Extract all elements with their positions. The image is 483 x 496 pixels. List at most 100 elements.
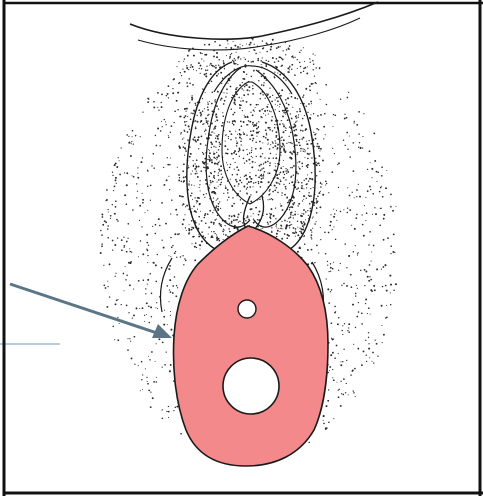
stipple-dot	[255, 162, 256, 163]
stipple-dot	[115, 200, 117, 202]
stipple-dot	[168, 301, 169, 302]
stipple-dot	[279, 123, 281, 125]
stipple-dot	[270, 218, 271, 219]
stipple-dot	[274, 72, 275, 73]
stipple-dot	[243, 158, 245, 160]
stipple-dot	[319, 171, 320, 172]
stipple-dot	[297, 205, 298, 206]
stipple-dot	[192, 84, 194, 86]
stipple-dot	[162, 126, 163, 127]
stipple-dot	[295, 232, 297, 234]
stipple-dot	[246, 149, 247, 150]
stipple-dot	[246, 101, 248, 103]
stipple-dot	[304, 180, 305, 181]
stipple-dot	[214, 41, 216, 43]
stipple-dot	[148, 99, 149, 100]
stipple-dot	[390, 253, 391, 254]
stipple-dot	[228, 138, 229, 139]
stipple-dot	[338, 353, 339, 354]
stipple-dot	[194, 136, 196, 138]
stipple-dot	[145, 293, 146, 294]
stipple-dot	[202, 88, 203, 89]
stipple-dot	[235, 137, 237, 139]
stipple-dot	[227, 192, 229, 194]
stipple-dot	[263, 174, 264, 175]
stipple-dot	[277, 178, 278, 179]
stipple-dot	[299, 161, 301, 163]
stipple-dot	[306, 141, 307, 142]
stipple-dot	[279, 56, 281, 58]
stipple-dot	[129, 248, 130, 249]
stipple-dot	[296, 188, 298, 190]
stipple-dot	[289, 45, 291, 47]
stipple-dot	[285, 179, 286, 180]
stipple-dot	[152, 226, 153, 227]
stipple-dot	[281, 225, 283, 227]
stipple-dot	[199, 204, 201, 206]
stipple-dot	[159, 145, 160, 146]
stipple-dot	[255, 107, 256, 108]
stipple-dot	[292, 215, 293, 216]
stipple-dot	[147, 255, 148, 256]
stipple-dot	[266, 60, 267, 61]
stipple-dot	[280, 206, 281, 207]
stipple-dot	[286, 198, 287, 199]
stipple-dot	[183, 264, 184, 265]
stipple-dot	[261, 168, 263, 170]
stipple-dot	[247, 94, 249, 96]
stipple-dot	[296, 154, 297, 155]
stipple-dot	[147, 284, 148, 285]
stipple-dot	[205, 69, 207, 71]
stipple-dot	[282, 209, 284, 211]
stipple-dot	[325, 180, 327, 182]
stipple-dot	[107, 209, 108, 210]
stipple-dot	[162, 367, 163, 368]
stipple-dot	[180, 72, 181, 73]
stipple-dot	[317, 195, 319, 197]
stipple-dot	[295, 129, 297, 131]
stipple-dot	[297, 221, 298, 222]
stipple-dot	[250, 181, 252, 183]
stipple-dot	[274, 77, 276, 79]
stipple-dot	[268, 194, 270, 196]
stipple-dot	[309, 153, 310, 154]
stipple-dot	[320, 191, 321, 192]
stipple-dot	[200, 143, 202, 145]
stipple-dot	[356, 316, 358, 318]
stipple-dot	[182, 138, 183, 139]
stipple-dot	[279, 106, 280, 107]
stipple-dot	[215, 67, 217, 69]
stipple-dot	[355, 293, 357, 295]
stipple-dot	[277, 138, 279, 140]
stipple-dot	[101, 245, 103, 247]
stipple-dot	[306, 183, 308, 185]
stipple-dot	[255, 182, 256, 183]
stipple-dot	[331, 289, 333, 291]
stipple-dot	[249, 90, 250, 91]
stipple-dot	[124, 172, 125, 173]
stipple-dot	[252, 157, 253, 158]
stipple-dot	[344, 118, 346, 120]
stipple-dot	[277, 174, 278, 175]
stipple-dot	[249, 152, 250, 153]
stipple-dot	[373, 132, 375, 134]
stipple-dot	[275, 109, 276, 110]
stipple-dot	[187, 85, 188, 86]
stipple-dot	[325, 134, 326, 135]
stipple-dot	[244, 175, 245, 176]
stipple-dot	[140, 136, 141, 137]
stipple-dot	[177, 109, 179, 111]
stipple-dot	[195, 120, 197, 122]
stipple-dot	[336, 345, 338, 347]
stipple-dot	[281, 89, 283, 91]
stipple-dot	[135, 135, 136, 136]
stipple-dot	[313, 132, 314, 133]
stipple-dot	[210, 142, 212, 144]
stipple-dot	[226, 88, 228, 90]
stipple-dot	[170, 237, 172, 239]
stipple-dot	[152, 397, 154, 399]
stipple-dot	[179, 147, 181, 149]
stipple-dot	[138, 365, 139, 366]
stipple-dot	[287, 119, 289, 121]
stipple-dot	[180, 133, 181, 134]
